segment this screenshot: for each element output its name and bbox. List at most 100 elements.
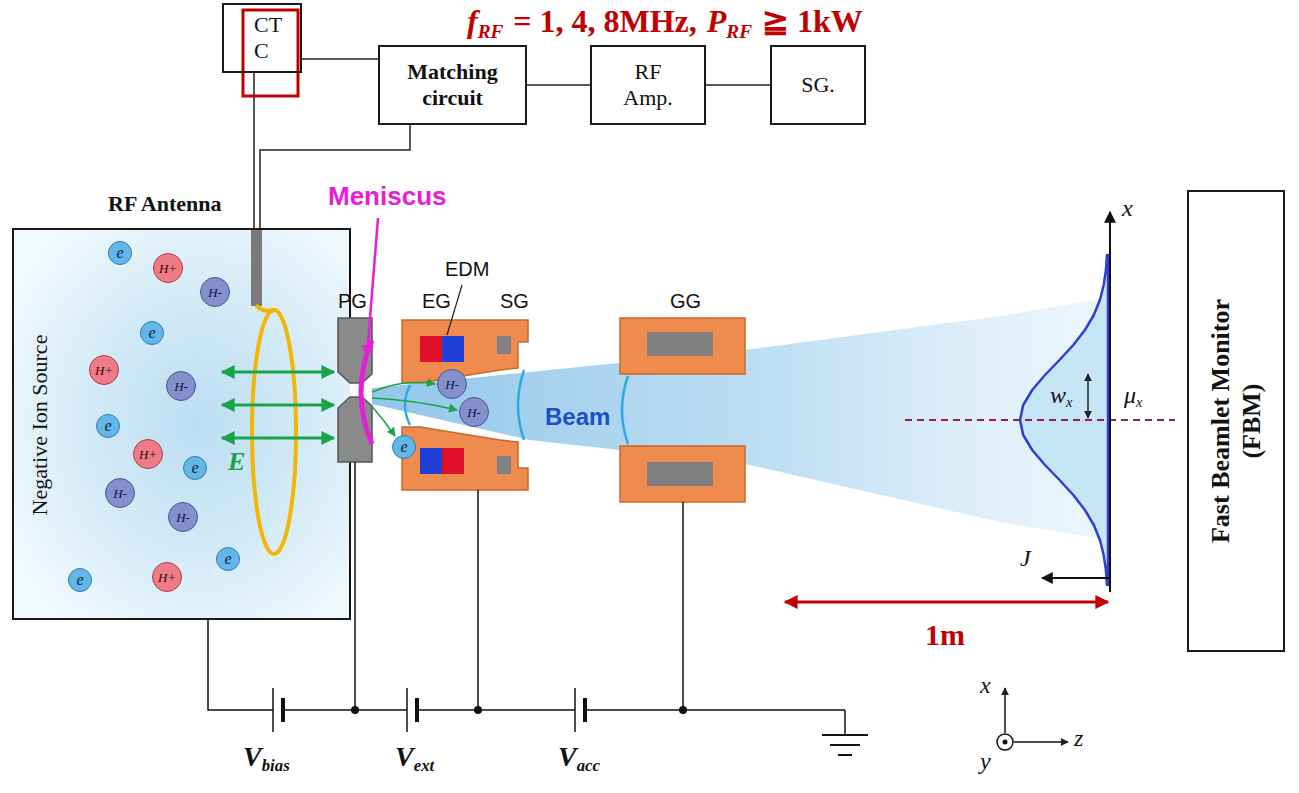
axis-label: y xyxy=(980,748,991,774)
particle-circle: H- xyxy=(459,397,489,427)
axis-out-of-page xyxy=(997,734,1013,750)
battery-symbol xyxy=(272,688,274,732)
label-text: Beam xyxy=(545,403,610,430)
center-label: μx xyxy=(1124,382,1142,411)
node-label: RF Amp. xyxy=(617,59,679,112)
particle-circle: e xyxy=(108,241,132,265)
coordinate-axis xyxy=(1014,741,1068,743)
junction-dot xyxy=(474,706,482,714)
chamber-wall xyxy=(349,460,351,620)
magnet-blue xyxy=(420,448,442,474)
node-label: SG. xyxy=(801,72,835,98)
axis-label: x xyxy=(980,672,991,698)
axis-label: J xyxy=(1020,545,1031,571)
label-text: w xyxy=(1050,382,1066,408)
trajectory-arrow xyxy=(370,404,395,436)
particle-circle: H- xyxy=(168,502,198,532)
beam-envelope xyxy=(372,298,1108,540)
magnet-red xyxy=(442,448,464,474)
circuit-wire xyxy=(585,709,845,711)
particle-label: H- xyxy=(445,378,459,391)
battery-symbol xyxy=(415,698,419,722)
particle-circle: H+ xyxy=(152,562,182,592)
label-text: RF Antenna xyxy=(108,191,221,216)
ground-symbol xyxy=(844,710,846,735)
label-text: ext xyxy=(414,756,435,775)
voltage-label: Vext xyxy=(395,742,434,776)
label-text: EG xyxy=(422,290,451,312)
axis-label: x xyxy=(1122,195,1133,221)
particle-label: e xyxy=(104,418,111,434)
particle-label: H- xyxy=(174,380,188,393)
rf-parameters: fRF= 1, 4, 8MHz,PRF≧ 1kW xyxy=(467,4,863,42)
current-transformer-box: CT C xyxy=(222,3,302,73)
circuit-wire xyxy=(417,709,575,711)
label-text: RF xyxy=(726,21,752,42)
grounded-grid xyxy=(620,446,745,502)
field-arrow xyxy=(222,371,334,374)
beam-axis xyxy=(905,419,1175,421)
label-text: ≧ 1kW xyxy=(762,3,863,39)
circuit-wire xyxy=(477,490,479,710)
dimension-label: 1m xyxy=(925,618,965,651)
particle-label: e xyxy=(191,460,198,476)
label-text: J xyxy=(1020,545,1031,571)
current-axis xyxy=(1042,577,1110,579)
feed-wire xyxy=(260,125,410,228)
particle-circle: H+ xyxy=(89,355,119,385)
magnet-red xyxy=(420,336,442,362)
antenna-loop xyxy=(252,310,296,554)
circuit-wire xyxy=(682,502,684,710)
equipotential-arc xyxy=(518,370,524,440)
battery-symbol xyxy=(583,698,587,722)
junction-dot xyxy=(679,706,687,714)
highlight-frame xyxy=(243,10,298,96)
ground-symbol xyxy=(822,734,868,736)
grounded-grid xyxy=(620,318,745,374)
node-label: Negative Ion Source xyxy=(27,295,53,555)
particle-circle: H- xyxy=(437,369,467,399)
extraction-grid xyxy=(402,427,528,490)
matching-circuit-box: Matching circuit xyxy=(378,45,527,125)
label-text: Meniscus xyxy=(328,181,447,211)
ground-symbol xyxy=(830,744,860,746)
particle-circle: e xyxy=(140,321,164,345)
grid-insert xyxy=(647,332,713,356)
particle-label: H- xyxy=(176,511,190,524)
part-label: RF Antenna xyxy=(108,192,221,216)
label-text: acc xyxy=(577,756,600,775)
particle-circle: H- xyxy=(105,478,135,508)
label-text: RF xyxy=(478,21,504,42)
magnet-blue xyxy=(442,336,464,362)
label-text: z xyxy=(1074,725,1083,751)
field-label: E xyxy=(228,448,245,477)
extraction-grid xyxy=(402,320,528,383)
coordinate-axis xyxy=(1004,688,1006,733)
field-arrow xyxy=(222,404,334,407)
particle-label: H- xyxy=(208,286,222,299)
label-text: 1m xyxy=(925,618,965,651)
part-label: Meniscus xyxy=(328,182,447,211)
battery-symbol xyxy=(574,688,576,732)
label-text: V xyxy=(395,741,414,772)
field-arrow xyxy=(222,437,334,440)
circuit-wire xyxy=(354,462,356,710)
battery-symbol xyxy=(406,688,408,732)
trajectory-arrow xyxy=(372,382,435,392)
circuit-wire xyxy=(283,709,407,711)
axis-out-of-page xyxy=(1003,740,1008,745)
particle-circle: e xyxy=(392,435,416,459)
particle-label: H+ xyxy=(95,364,113,377)
voltage-label: Vacc xyxy=(558,742,600,776)
particle-circle: H+ xyxy=(133,439,163,469)
profile-axis xyxy=(1109,212,1111,592)
plasma-glow xyxy=(14,230,350,618)
label-text: y xyxy=(980,748,991,774)
particle-circle: H- xyxy=(200,277,230,307)
particle-circle: e xyxy=(216,547,240,571)
node-label: Fast Beamlet Monitor (FBM) xyxy=(1205,276,1267,566)
signal-wire xyxy=(302,58,378,60)
grid-insert xyxy=(497,336,511,354)
